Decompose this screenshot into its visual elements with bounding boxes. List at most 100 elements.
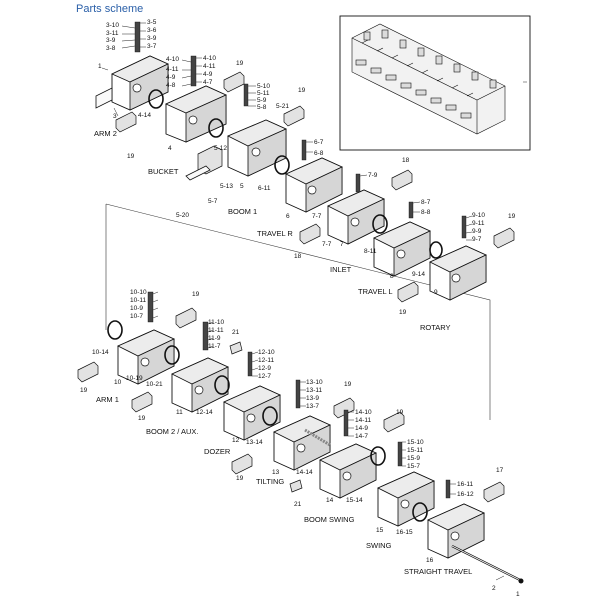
- bucket-valve-section: [165, 85, 227, 143]
- section-name-arm1: ARM 1: [96, 395, 119, 404]
- part-label: 19: [80, 387, 88, 394]
- overview-assembly-drawing: [351, 23, 506, 135]
- straight-travel-valve-section: [427, 503, 485, 559]
- part-label: 12: [232, 437, 240, 444]
- part-label: 14-14: [296, 469, 313, 476]
- part-label: 13-10: [306, 379, 323, 386]
- part-label: 17: [496, 467, 504, 474]
- part-label: 16-11: [457, 481, 474, 488]
- part-label: 7-7: [322, 241, 332, 248]
- part-label: 21: [232, 329, 240, 336]
- part-label: 19: [236, 60, 244, 67]
- part-label: 9-9: [472, 228, 482, 235]
- section-name-bucket: BUCKET: [148, 167, 179, 176]
- part-label: 10-7: [130, 313, 143, 320]
- part-label: 15-7: [407, 463, 420, 470]
- part-label: 5-8: [257, 104, 267, 111]
- part-label: 12-10: [258, 349, 275, 356]
- part-label: 7-7: [312, 213, 322, 220]
- part-label: 19: [192, 291, 200, 298]
- part-label: 4-10: [203, 55, 216, 62]
- part-label: 10-19: [126, 375, 143, 382]
- part-label: 9-14: [412, 271, 425, 278]
- part-label: 5-12: [214, 145, 227, 152]
- section-names: ARM 2 BUCKET BOOM 1 TRAVEL R INLET TRAVE…: [94, 129, 472, 576]
- part-label: 15-11: [407, 447, 424, 454]
- part-label: 8-11: [364, 248, 377, 255]
- tie-bolt: [451, 545, 524, 584]
- section-name-inlet: INLET: [330, 265, 352, 274]
- part-label: 14-9: [355, 425, 368, 432]
- section-connector: [304, 428, 331, 447]
- part-label: 21: [294, 501, 302, 508]
- part-label: 12-11: [258, 357, 275, 364]
- part-label: 4: [168, 145, 172, 152]
- section-name-dozer: DOZER: [204, 447, 231, 456]
- part-label: 1: [516, 591, 520, 598]
- inlet-valve-section: [327, 189, 385, 245]
- part-label: 8-8: [421, 209, 431, 216]
- part-label: 8: [390, 273, 394, 280]
- part-label: 6: [286, 213, 290, 220]
- rotary-valve-section: [429, 245, 487, 301]
- part-label: 3-7: [147, 43, 157, 50]
- part-label: 11-10: [208, 319, 225, 326]
- part-label: 5: [240, 183, 244, 190]
- relief-valves: [77, 71, 515, 503]
- part-label: 15: [376, 527, 384, 534]
- travel-r-valve-section: [285, 157, 343, 213]
- part-label: 8-7: [421, 199, 431, 206]
- part-label: 12-7: [258, 373, 271, 380]
- part-label: 5-10: [257, 83, 270, 90]
- part-label: 3: [113, 113, 117, 120]
- section-name-swing: SWING: [366, 541, 392, 550]
- part-label: 11-7: [208, 343, 221, 350]
- part-label: 10-11: [130, 297, 147, 304]
- part-label: 3-5: [147, 19, 157, 26]
- boom2-aux-valve-section: [171, 357, 229, 413]
- o-rings: [107, 89, 443, 522]
- part-label: 19: [344, 381, 352, 388]
- overview-inset: [339, 15, 531, 151]
- part-label: 19: [236, 475, 244, 482]
- part-label: 15-10: [407, 439, 424, 446]
- section-name-boom-swing: BOOM SWING: [304, 515, 355, 524]
- part-label: 10: [114, 379, 122, 386]
- part-label: 13-7: [306, 403, 319, 410]
- part-label: 5-13: [220, 183, 233, 190]
- boom1-valve-section: [185, 119, 287, 181]
- part-label: 19: [298, 87, 306, 94]
- part-label: 10-14: [92, 349, 109, 356]
- part-label: 5-7: [208, 198, 218, 205]
- part-label: 5-9: [257, 97, 267, 104]
- section-name-tilting: TILTING: [256, 477, 284, 486]
- part-label: 15-9: [407, 455, 420, 462]
- section-name-rotary: ROTARY: [420, 323, 451, 332]
- part-label: 18: [294, 253, 302, 260]
- part-label: 5-21: [276, 103, 289, 110]
- part-label: 14-7: [355, 433, 368, 440]
- part-label: 19: [399, 309, 407, 316]
- group-outline: [105, 203, 491, 420]
- part-label: 2: [492, 585, 496, 592]
- part-label: 15-14: [346, 497, 363, 504]
- arm2-valve-section: [95, 55, 169, 111]
- part-label: 4-8: [166, 82, 176, 89]
- part-label: 4-11: [203, 63, 216, 70]
- section-name-boom2-aux: BOOM 2 / AUX.: [146, 427, 199, 436]
- part-label: 19: [508, 213, 516, 220]
- boom-swing-valve-section: [319, 443, 377, 499]
- tilting-valve-section: [273, 415, 331, 471]
- part-label: 9-10: [472, 212, 485, 219]
- screw-stacks: [134, 21, 467, 499]
- part-label: 11: [176, 409, 183, 416]
- section-name-straight-travel: STRAIGHT TRAVEL: [404, 567, 472, 576]
- part-label: 7-9: [368, 172, 378, 179]
- part-label: 13: [272, 469, 280, 476]
- part-label: 14: [326, 497, 334, 504]
- part-label: 14-10: [355, 409, 372, 416]
- dozer-valve-section: [223, 385, 281, 441]
- part-label: 13-14: [246, 439, 263, 446]
- part-label: 1: [98, 63, 102, 70]
